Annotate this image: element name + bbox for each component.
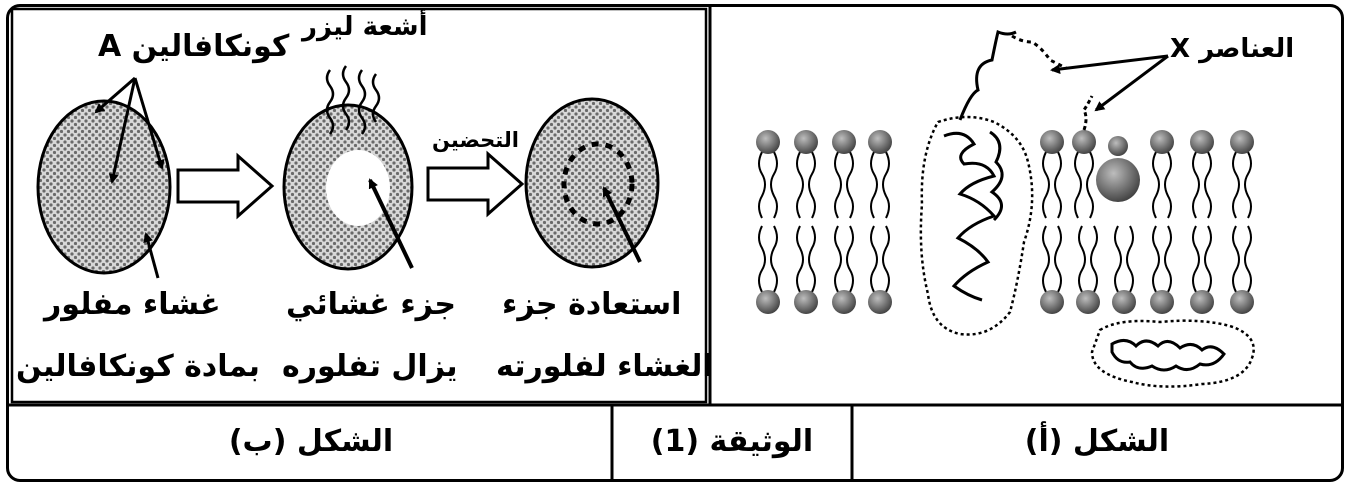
panel-a-membrane	[756, 29, 1255, 388]
document-frame	[6, 4, 1344, 482]
peripheral-protein	[1090, 319, 1255, 388]
membrane-caption-line2: بمادة كونكافالين	[16, 349, 260, 384]
part-caption-line2: يزال تفلوره	[282, 349, 458, 384]
concanavalin-label: كونكافالين A	[98, 29, 290, 64]
incubation-label: التحضين	[432, 128, 519, 152]
elements-x-label: العناصر X	[1170, 34, 1295, 64]
laser-rays	[325, 65, 381, 135]
recovered-membrane-circle	[524, 97, 660, 269]
restore-caption-line2: الغشاء لفلورته	[496, 349, 713, 384]
part-caption-line1: جزء غشائي	[286, 287, 456, 322]
figure-b-caption: الشكل (ب)	[228, 424, 394, 459]
membrane-caption-line1: غشاء مفلور	[44, 287, 221, 322]
incubation-arrow	[426, 150, 525, 218]
integral-protein	[919, 115, 1034, 336]
embedded-molecule	[1096, 158, 1140, 202]
layout-lines	[8, 6, 1344, 480]
process-arrow-1	[176, 152, 275, 220]
panel-b-diagram	[36, 65, 660, 279]
figure-a-caption: الشكل (أ)	[1024, 424, 1170, 459]
restore-caption-line1: استعادة جزء	[502, 287, 682, 322]
fluorescent-membrane-circle	[36, 99, 172, 275]
laser-label: أشعة ليزر	[302, 12, 428, 42]
document-caption: الوثيقة (1)	[650, 424, 814, 459]
